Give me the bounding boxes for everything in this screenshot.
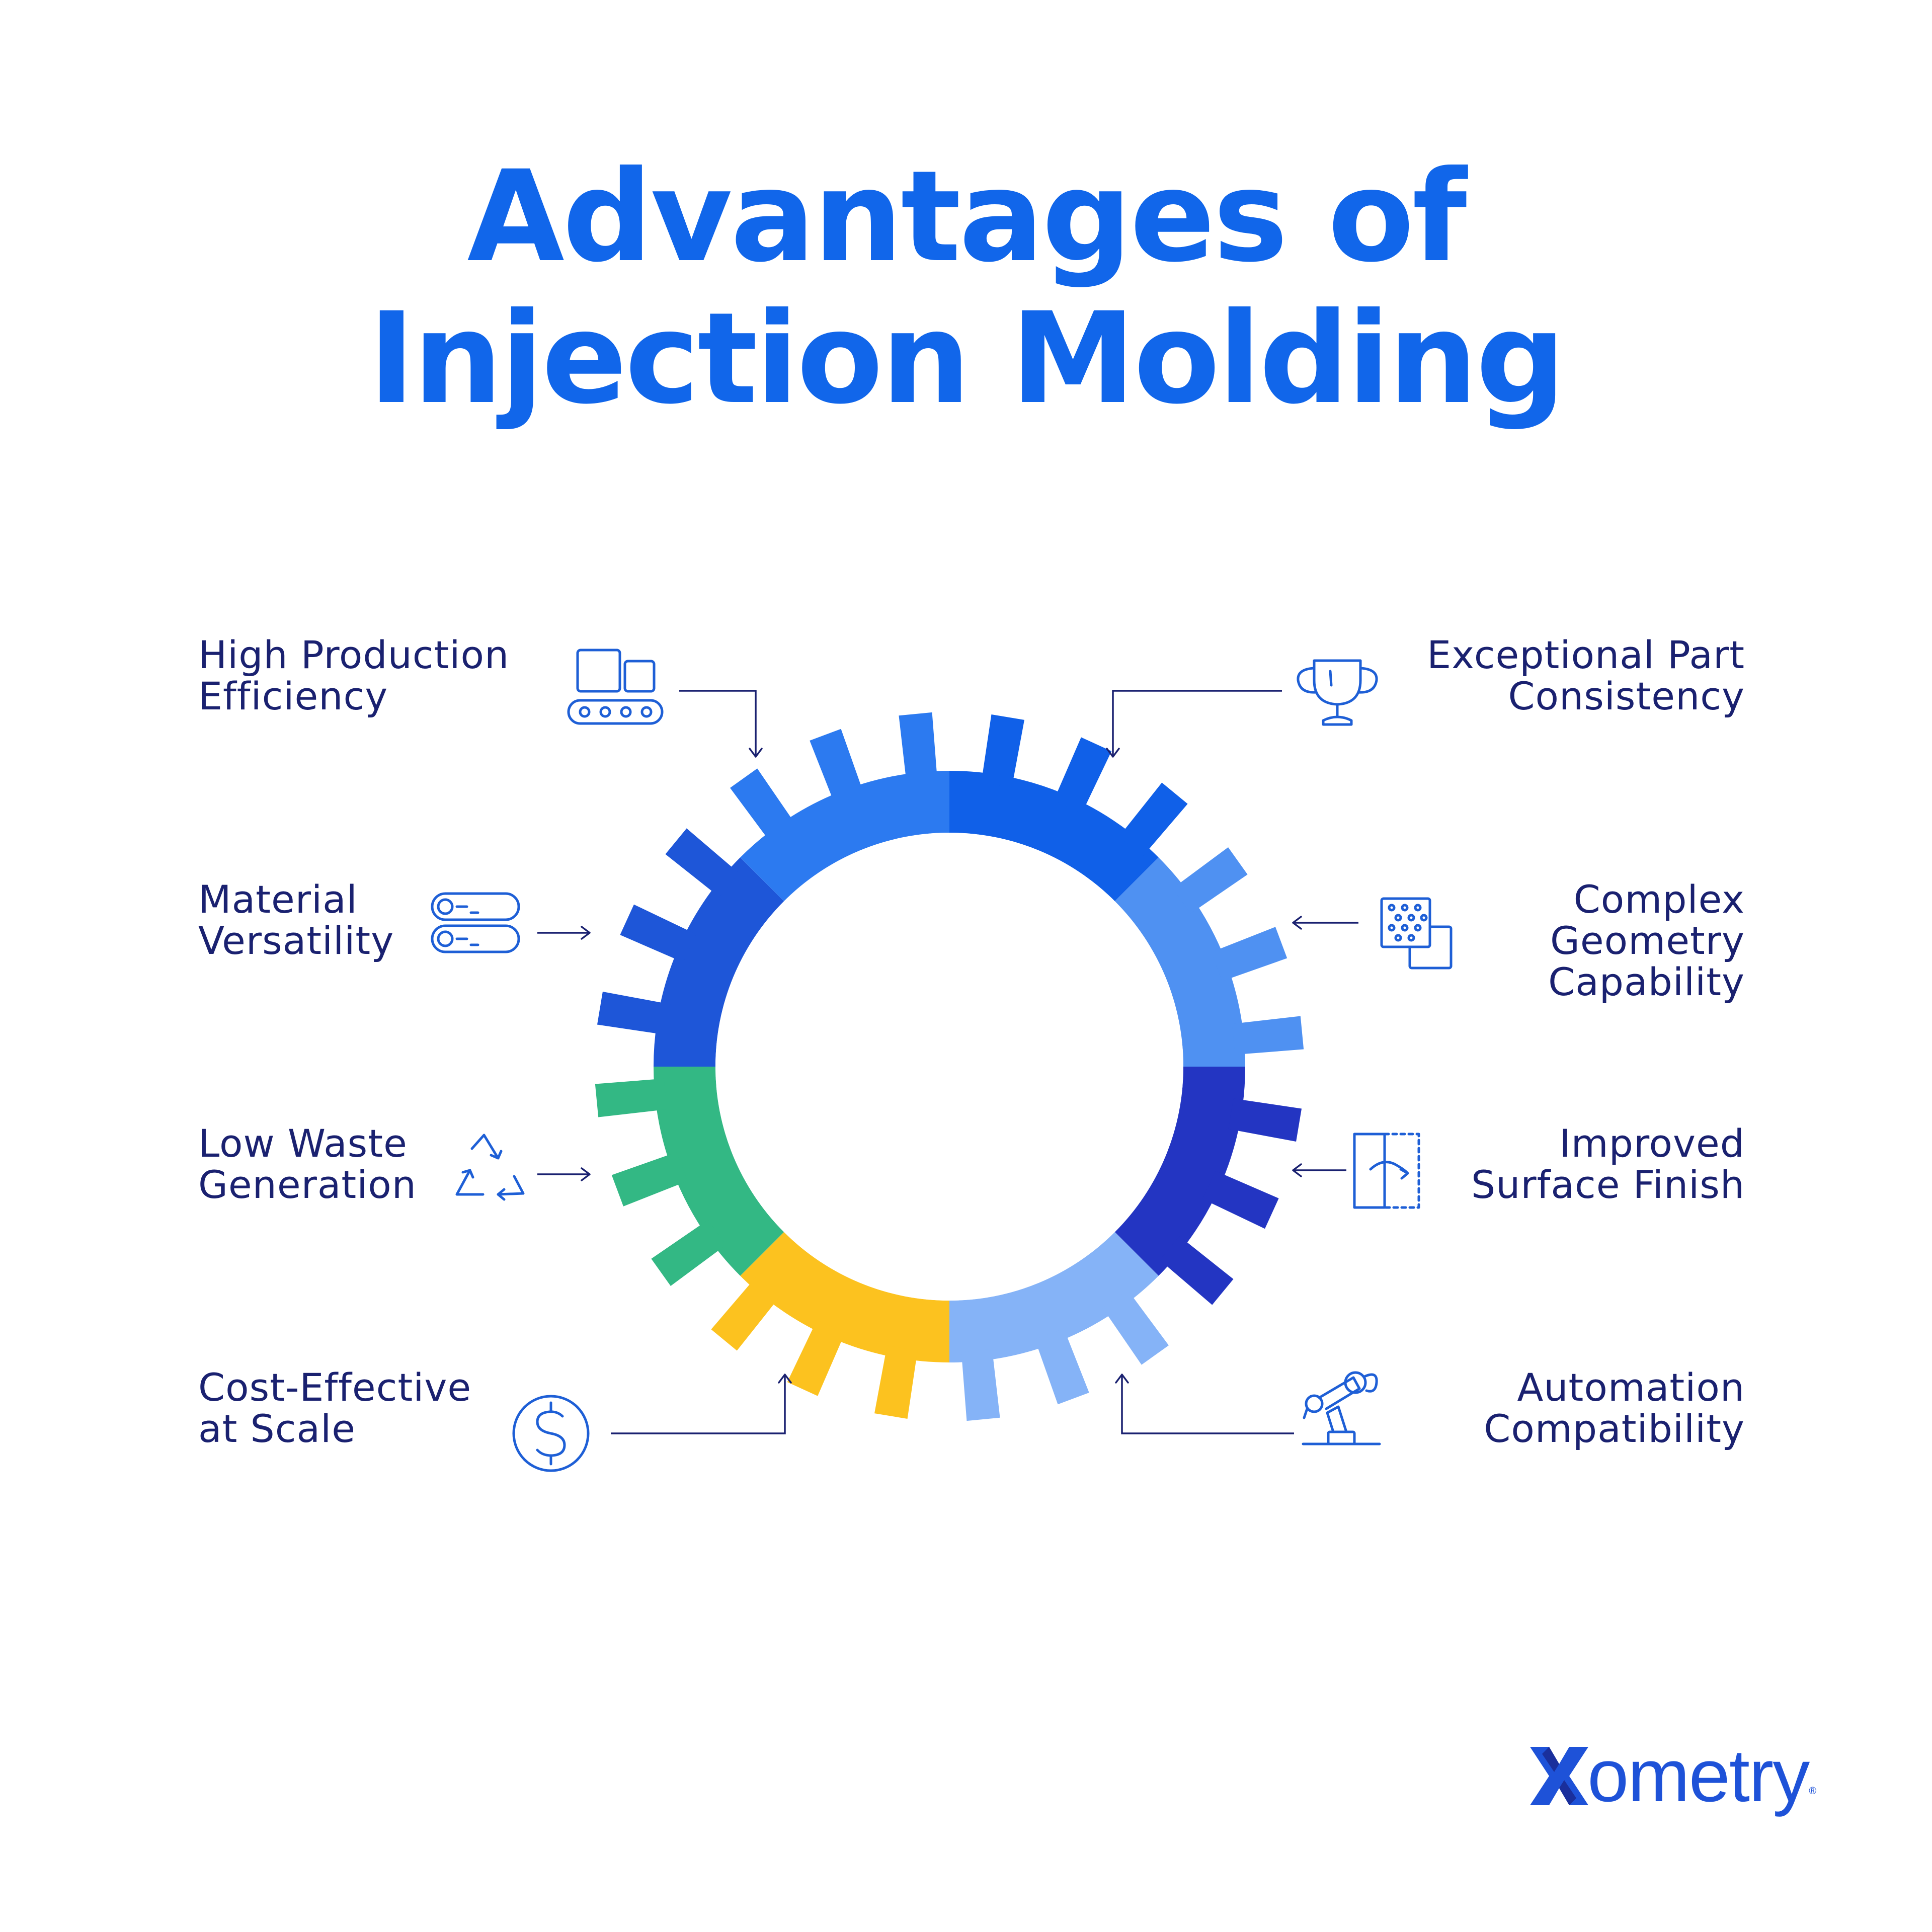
advantage-line: Low Waste — [198, 1121, 408, 1166]
advantage-line: Capability — [1548, 959, 1745, 1004]
gear-segment — [740, 771, 949, 902]
connector-material — [537, 926, 591, 940]
connector-surface — [1292, 1163, 1346, 1177]
connector-automation — [1115, 1374, 1294, 1434]
advantage-complex-geometry-capability: Complex Geometry Capability — [1548, 879, 1745, 1003]
gear-tooth — [1119, 782, 1188, 856]
gear-segment — [1114, 1067, 1245, 1276]
dollar-icon — [512, 1395, 590, 1472]
connector-consistency — [1106, 690, 1282, 758]
gear-tooth — [651, 1220, 727, 1286]
gear-tooth — [787, 1320, 845, 1396]
advantage-line: Automation — [1517, 1365, 1745, 1410]
advantage-cost-effective: Cost-Effective at Scale — [198, 1367, 471, 1450]
gear-tooth — [1202, 1171, 1279, 1229]
advantage-line: Versatility — [198, 918, 394, 963]
advantage-line: Efficiency — [198, 674, 388, 718]
advantage-line: at Scale — [198, 1406, 356, 1451]
advantage-line: Consistency — [1508, 674, 1745, 718]
gear-center — [715, 833, 1183, 1301]
gear-segment — [654, 857, 784, 1067]
gear-tooth — [665, 828, 739, 897]
gear-segment — [949, 1232, 1159, 1362]
page-title: Advantages of Injection Molding — [0, 146, 1932, 430]
connector-low-waste — [537, 1167, 591, 1181]
gear-tooth — [595, 1078, 667, 1117]
gear-tooth — [1160, 1236, 1234, 1305]
gear-tooth — [1211, 927, 1287, 982]
advantage-improved-surface-finish: Improved Surface Finish — [1471, 1123, 1745, 1205]
gear-tooth — [597, 992, 671, 1035]
gear-tooth — [810, 729, 864, 805]
gear-tooth — [874, 1345, 918, 1419]
gear-tooth — [611, 1152, 688, 1206]
advantage-line: Compatibility — [1484, 1406, 1745, 1451]
gear-tooth — [620, 904, 696, 962]
xometry-logo: ometry ® — [1527, 1736, 1816, 1816]
advantage-line: High Production — [198, 632, 510, 677]
gear-segment — [949, 771, 1159, 902]
gear-tooth — [1054, 737, 1112, 814]
connector-cost-effective — [611, 1374, 792, 1434]
connector-geometry — [1292, 916, 1358, 930]
title-line-2: Injection Molding — [368, 285, 1566, 432]
advantage-line: Surface Finish — [1471, 1162, 1745, 1207]
material-rolls-icon — [431, 892, 520, 953]
gear-tooth — [899, 712, 938, 784]
surface-finish-icon — [1353, 1133, 1420, 1209]
connector-high-production — [679, 690, 763, 758]
advantage-low-waste-generation: Low Waste Generation — [198, 1123, 417, 1205]
advantage-line: Exceptional Part — [1427, 632, 1745, 677]
gear-tooth — [1228, 1098, 1302, 1142]
advantage-automation-compatibility: Automation Compatibility — [1484, 1367, 1745, 1450]
advantage-line: Generation — [198, 1162, 417, 1207]
gear-tooth — [961, 1349, 1000, 1421]
gear-tooth — [1232, 1016, 1304, 1055]
conveyor-icon — [567, 649, 664, 725]
geometry-icon — [1380, 897, 1453, 970]
gear-segment — [1114, 857, 1245, 1067]
xometry-x-mark — [1530, 1747, 1588, 1805]
advantage-material-versatility: Material Versatility — [198, 879, 394, 961]
gear-tooth — [730, 768, 796, 844]
gear-tooth — [1102, 1290, 1169, 1365]
gear-tooth — [981, 714, 1024, 788]
gear-tooth — [711, 1277, 780, 1351]
gear-tooth — [1034, 1328, 1089, 1405]
advantage-high-production-efficiency: High Production Efficiency — [198, 634, 509, 717]
recycle-icon — [455, 1134, 525, 1201]
logo-wordmark: ometry — [1587, 1734, 1810, 1817]
gear-segment — [654, 1067, 784, 1276]
advantage-line: Improved — [1559, 1121, 1745, 1166]
advantage-exceptional-part-consistency: Exceptional Part Consistency — [1427, 634, 1745, 717]
gear-tooth — [1172, 847, 1248, 914]
advantage-line: Complex — [1573, 877, 1745, 922]
advantage-line: Cost-Effective — [198, 1365, 472, 1410]
trophy-icon — [1297, 659, 1378, 726]
advantage-line: Geometry — [1550, 918, 1745, 963]
gear-segment — [740, 1232, 949, 1362]
robot-arm-icon — [1302, 1371, 1381, 1445]
advantage-line: Material — [198, 877, 358, 922]
logo-trademark: ® — [1809, 1786, 1817, 1797]
gear-ring — [595, 712, 1304, 1421]
title-line-1: Advantages of — [467, 143, 1467, 290]
